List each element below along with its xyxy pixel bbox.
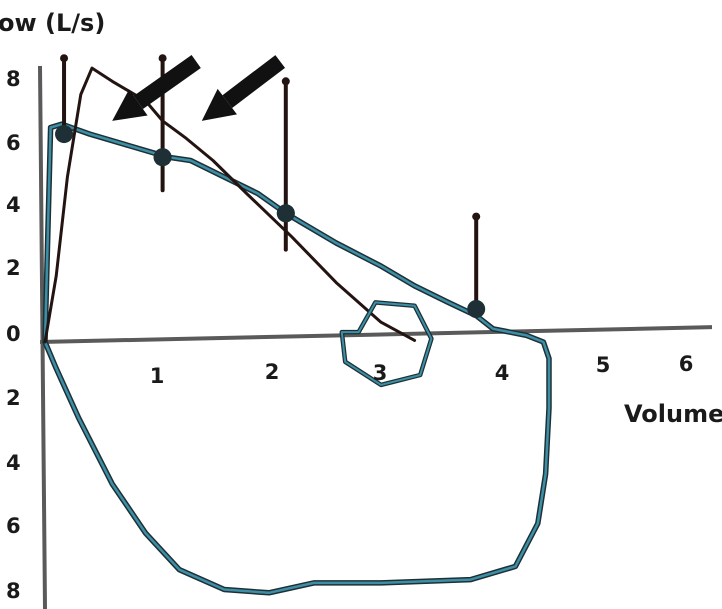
y-tick-label: 4	[6, 193, 21, 217]
y-tick-label: 8	[6, 579, 21, 603]
y-tick-label: 2	[6, 256, 21, 280]
spike-base-dot	[153, 148, 172, 167]
x-axis-title: Volume	[624, 400, 722, 428]
y-tick-label: 6	[6, 131, 21, 155]
spike-base-dot	[55, 125, 74, 144]
y-tick-label: 2	[6, 386, 21, 410]
x-tick-label: 4	[495, 361, 510, 385]
spike-tip-dot	[472, 212, 481, 221]
x-tick-label: 1	[150, 364, 165, 388]
x-tick-label: 2	[265, 360, 280, 384]
series-0-highlight	[43, 122, 551, 595]
y-tick-label: 6	[6, 514, 21, 538]
spike-base-dot	[276, 204, 295, 223]
series-0-curve	[42, 121, 552, 596]
tick-labels: 1 2 3 4 5 6 8 6 4 2 0 2 4 6 8	[6, 67, 693, 603]
spike-base-dot	[467, 300, 486, 318]
pointer-arrow-head	[112, 89, 148, 121]
pointer-arrow-head	[201, 88, 237, 121]
annotation-layer	[55, 54, 486, 318]
y-axis-title: ow (L/s)	[0, 9, 105, 37]
pointer-arrow-shaft	[133, 54, 201, 109]
spike-tip-dot	[281, 77, 290, 86]
x-tick-label: 3	[373, 361, 388, 385]
y-tick-label: 0	[6, 322, 21, 346]
x-tick-label: 5	[596, 353, 611, 377]
x-tick-label: 6	[679, 352, 694, 376]
spike-tip-dot	[60, 54, 69, 63]
x-axis-line	[39, 325, 713, 344]
series-2-highlight	[340, 301, 433, 386]
y-tick-label: 4	[6, 451, 21, 475]
spike-tip-dot	[158, 54, 167, 63]
pointer-arrow-shaft	[222, 55, 286, 108]
y-tick-label: 8	[6, 67, 21, 91]
